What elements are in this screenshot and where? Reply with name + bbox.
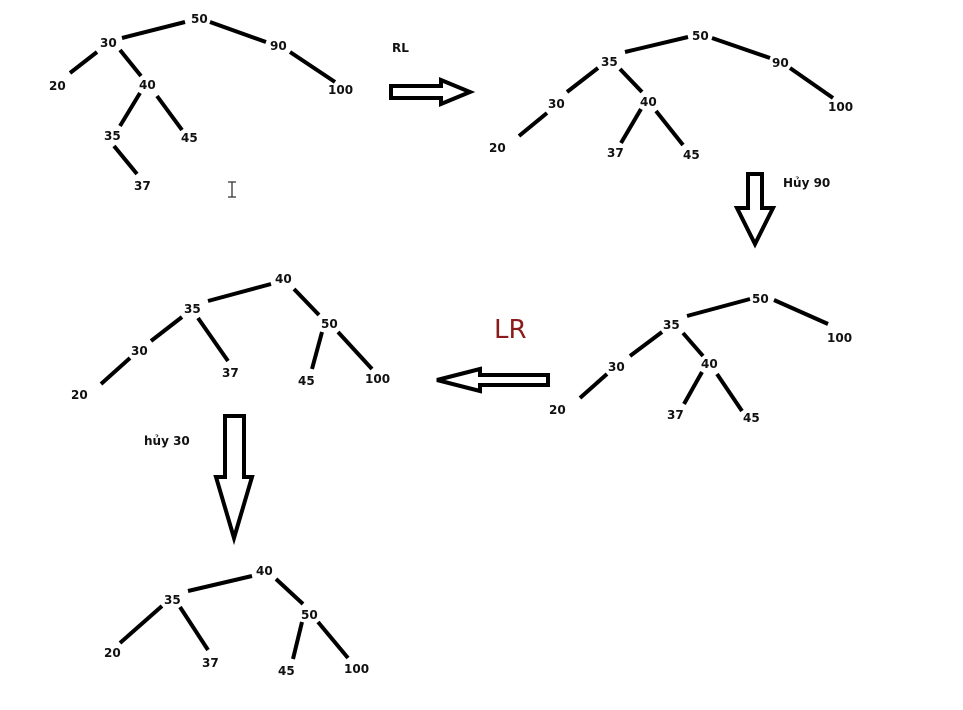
edge (112, 144, 139, 176)
tree-node: 37 (202, 656, 219, 670)
tree-node: 20 (71, 388, 88, 402)
tree-node: 30 (131, 344, 148, 358)
edge (618, 67, 644, 94)
tree-node: 37 (222, 366, 239, 380)
edge (517, 111, 549, 138)
tree-node: 37 (607, 146, 624, 160)
edge (565, 66, 600, 94)
tree-after-delete-30: 40 35 50 20 37 45 100 (104, 564, 369, 678)
tree-node: 30 (548, 97, 565, 111)
tree-node: 37 (667, 408, 684, 422)
step-label: hủy 30 (144, 434, 190, 448)
tree-node: 40 (701, 357, 718, 371)
edge (686, 297, 751, 318)
tree-node: 50 (692, 29, 709, 43)
tree-node: 35 (663, 318, 680, 332)
edge (149, 315, 184, 343)
edge (121, 20, 186, 40)
tree-node: 30 (100, 36, 117, 50)
tree-node: 100 (827, 331, 852, 345)
tree-node: 40 (256, 564, 273, 578)
tree-node: 35 (184, 302, 201, 316)
tree-node: 100 (328, 83, 353, 97)
arrow-right-icon (389, 77, 476, 107)
edge (578, 372, 609, 400)
edge (118, 48, 143, 78)
edge (310, 331, 324, 370)
edge (207, 282, 272, 303)
edge (99, 356, 132, 386)
edge (291, 621, 304, 660)
step-label: LR (494, 315, 527, 345)
tree-node: 20 (104, 646, 121, 660)
tree-node: 45 (278, 664, 295, 678)
edge (274, 577, 305, 606)
tree-node: 50 (191, 12, 208, 26)
tree-node: 35 (104, 129, 121, 143)
tree-node: 45 (298, 374, 315, 388)
tree-after-rl: 50 35 90 30 40 100 20 37 45 (489, 29, 853, 162)
tree-node: 45 (743, 411, 760, 425)
step-rl: RL (389, 41, 476, 107)
tree-node: 37 (134, 179, 151, 193)
edge (715, 372, 744, 413)
step-delete-90: Hủy 90 (733, 172, 830, 249)
tree-node: 40 (640, 95, 657, 109)
tree-node: 90 (270, 39, 287, 53)
edge (682, 371, 704, 405)
edge (681, 331, 705, 358)
edge (788, 66, 835, 100)
edge (118, 91, 142, 128)
step-label: RL (392, 41, 409, 55)
tree-node: 45 (181, 131, 198, 145)
tree-node: 20 (49, 79, 66, 93)
edge (336, 330, 374, 371)
edge (773, 298, 829, 326)
step-delete-30: hủy 30 (144, 414, 255, 546)
tree-node: 100 (365, 372, 390, 386)
step-label: Hủy 90 (783, 176, 830, 190)
tree-node: 100 (828, 100, 853, 114)
tree-node: 20 (489, 141, 506, 155)
tree-node: 90 (772, 56, 789, 70)
edge (711, 36, 771, 60)
text-cursor-icon (228, 181, 236, 198)
edge (209, 20, 267, 44)
tree-node: 40 (275, 272, 292, 286)
edge (619, 107, 643, 145)
tree-node: 40 (139, 78, 156, 92)
edge (628, 330, 664, 358)
tree-node: 20 (549, 403, 566, 417)
edge (316, 620, 350, 660)
edge (196, 316, 230, 363)
edge (155, 94, 184, 132)
arrow-down-icon (213, 414, 255, 546)
tree-node: 50 (752, 292, 769, 306)
edge (292, 287, 321, 317)
tree-initial: 50 30 90 20 40 100 35 45 37 (49, 12, 353, 193)
edge (187, 574, 253, 593)
edge (654, 109, 685, 147)
arrow-down-icon (733, 172, 777, 249)
tree-node: 35 (601, 55, 618, 69)
edge (624, 35, 689, 54)
tree-node: 100 (344, 662, 369, 676)
tree-node: 50 (321, 317, 338, 331)
tree-node: 45 (683, 148, 700, 162)
tree-after-delete-90: 50 35 100 30 40 20 37 45 (549, 292, 852, 425)
tree-node: 35 (164, 593, 181, 607)
edge (178, 605, 210, 652)
tree-node: 30 (608, 360, 625, 374)
tree-after-lr: 40 35 50 30 37 45 100 20 (71, 272, 390, 402)
edge (118, 604, 164, 645)
step-lr: LR (436, 315, 550, 394)
edge (288, 50, 337, 84)
arrow-left-icon (436, 366, 550, 394)
tree-node: 50 (301, 608, 318, 622)
edge (68, 50, 99, 75)
